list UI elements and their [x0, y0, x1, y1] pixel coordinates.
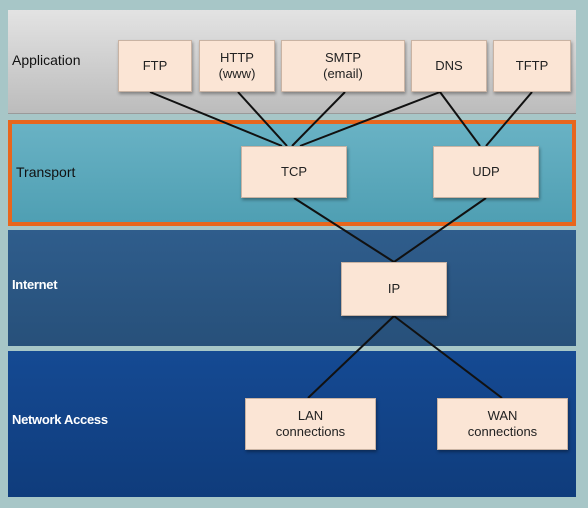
- tftp-label: TFTP: [515, 58, 549, 73]
- dns-box: DNS: [411, 40, 487, 92]
- wan-sublabel: connections: [467, 424, 538, 439]
- network-access-layer-label: Network Access: [12, 412, 108, 427]
- transport-layer-label: Transport: [16, 164, 76, 180]
- tftp-box: TFTP: [493, 40, 571, 92]
- wan-label: WAN: [487, 408, 518, 423]
- lan-label: LAN: [297, 408, 324, 423]
- lan-box: LAN connections: [245, 398, 376, 450]
- http-label: HTTP: [220, 50, 254, 65]
- application-layer-label: Application: [12, 52, 81, 68]
- http-box: HTTP (www): [199, 40, 275, 92]
- internet-layer: Internet: [8, 230, 576, 346]
- ftp-box: FTP: [118, 40, 192, 92]
- lan-sublabel: connections: [275, 424, 346, 439]
- tcp-box: TCP: [241, 146, 347, 198]
- udp-box: UDP: [433, 146, 539, 198]
- smtp-box: SMTP (email): [281, 40, 405, 92]
- smtp-label: SMTP: [324, 50, 362, 65]
- internet-layer-label: Internet: [12, 277, 58, 292]
- tcp-label: TCP: [281, 164, 307, 179]
- ip-box: IP: [341, 262, 447, 316]
- udp-label: UDP: [472, 164, 500, 179]
- ip-label: IP: [387, 281, 401, 296]
- wan-box: WAN connections: [437, 398, 568, 450]
- smtp-sublabel: (email): [323, 66, 363, 81]
- ftp-label: FTP: [142, 58, 168, 73]
- dns-label: DNS: [435, 58, 463, 73]
- http-sublabel: (www): [218, 66, 256, 81]
